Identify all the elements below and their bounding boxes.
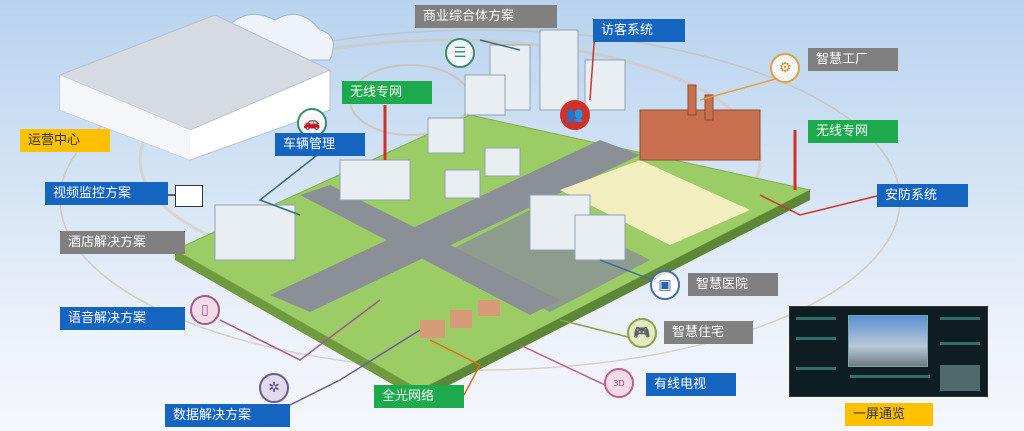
label-visitor-system[interactable]: 访客系统 — [593, 19, 685, 42]
label-vehicle-management[interactable]: 车辆管理 — [275, 133, 365, 156]
label-one-screen-overview[interactable]: 一屏通览 — [845, 403, 933, 426]
label-security-system[interactable]: 安防系统 — [877, 184, 968, 207]
tablet-doctor-icon: ▣ — [650, 270, 680, 300]
label-smart-factory[interactable]: 智慧工厂 — [808, 48, 898, 71]
label-operations-center[interactable]: 运营中心 — [20, 129, 110, 152]
dashboard-thumbnails — [940, 365, 980, 391]
label-data-solution[interactable]: 数据解决方案 — [165, 404, 290, 427]
tv-3d-text: 3D — [613, 378, 625, 388]
dashboard-main-screen — [848, 315, 928, 367]
monitor-icon — [175, 185, 203, 207]
label-all-optical-network[interactable]: 全光网络 — [374, 385, 464, 408]
database-icon: ☰ — [445, 38, 475, 68]
label-smart-home[interactable]: 智慧住宅 — [664, 321, 753, 344]
gamepad-icon: 🎮 — [627, 318, 657, 348]
label-voice-solution[interactable]: 语音解决方案 — [60, 307, 185, 330]
data-nodes-icon: ✲ — [259, 373, 289, 403]
label-smart-hospital[interactable]: 智慧医院 — [688, 273, 778, 296]
label-video-surveillance[interactable]: 视频监控方案 — [45, 182, 168, 205]
label-hotel-solution[interactable]: 酒店解决方案 — [60, 231, 185, 254]
label-wireless-network-left[interactable]: 无线专网 — [342, 81, 432, 104]
dashboard-preview — [789, 306, 988, 397]
label-wireless-network-right[interactable]: 无线专网 — [808, 120, 898, 143]
label-commercial-complex[interactable]: 商业综合体方案 — [415, 5, 557, 28]
visitors-icon: 👥 — [560, 100, 590, 130]
tv-3d-icon: 3D — [604, 368, 634, 398]
gears-icon: ⚙ — [770, 53, 800, 83]
label-cable-tv[interactable]: 有线电视 — [646, 373, 736, 396]
phone-icon: ▯ — [190, 295, 220, 325]
